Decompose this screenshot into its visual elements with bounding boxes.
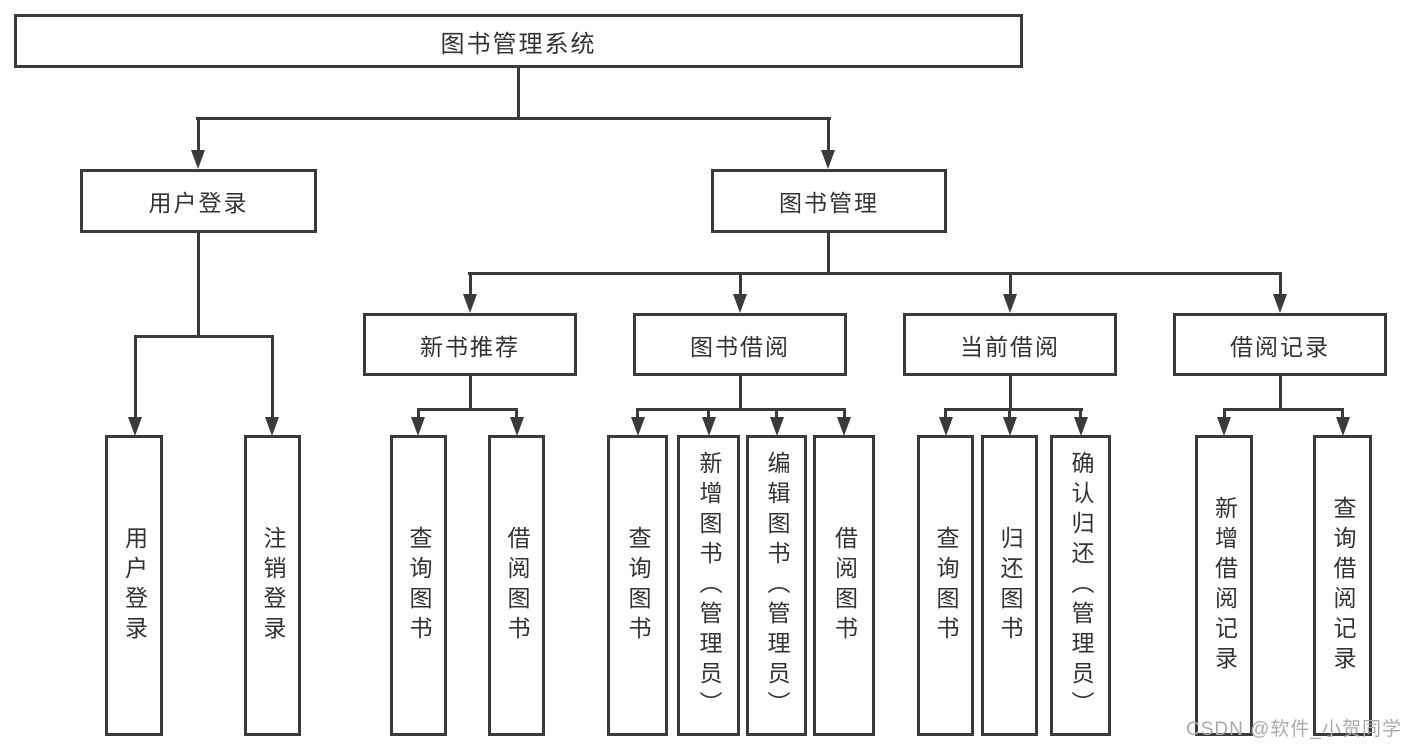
connector-stub <box>827 117 830 153</box>
connector-stub <box>1079 408 1082 420</box>
arrowhead-down-icon <box>128 417 142 436</box>
connector-stub <box>1279 272 1282 297</box>
connector-stub <box>134 335 137 420</box>
connector-drop <box>1009 376 1012 410</box>
connector-drop <box>469 376 472 410</box>
leaf-borrow-books: 借阅图书 <box>813 435 875 736</box>
leaf-return-books: 归还图书 <box>981 435 1038 736</box>
node-new-book-recommend: 新书推荐 <box>363 313 577 376</box>
node-book-management: 图书管理 <box>711 169 947 233</box>
arrowhead-down-icon <box>1003 294 1017 313</box>
connector-stub <box>271 335 274 420</box>
node-library-management-system: 图书管理系统 <box>14 14 1023 68</box>
leaf-add-borrow-record: 新增借阅记录 <box>1195 435 1253 736</box>
connector-stub <box>1223 408 1226 420</box>
arrowhead-down-icon <box>837 417 851 436</box>
connector-split <box>417 408 518 411</box>
connector-stub <box>1341 408 1344 420</box>
leaf-confirm-return-admin: 确认归还（管理员） <box>1050 435 1111 736</box>
leaf-logout: 注销登录 <box>244 435 301 736</box>
leaf-query-borrow-record: 查询借阅记录 <box>1313 435 1372 736</box>
arrowhead-down-icon <box>939 417 953 436</box>
node-borrow-records: 借阅记录 <box>1173 313 1387 376</box>
connector-drop <box>739 376 742 410</box>
arrowhead-down-icon <box>733 294 747 313</box>
node-book-borrow: 图书借阅 <box>633 313 847 376</box>
leaf-add-books-admin: 新增图书（管理员） <box>677 435 740 736</box>
connector-stub <box>1009 272 1012 297</box>
leaf-query-books-borrow: 查询图书 <box>607 435 668 736</box>
arrowhead-down-icon <box>702 417 716 436</box>
connector-stub <box>469 272 472 297</box>
connector-mgmt-drop <box>827 233 830 274</box>
connector-user-drop <box>197 233 200 338</box>
leaf-query-books-current: 查询图书 <box>917 435 974 736</box>
csdn-watermark: CSDN @软件_小贺同学 <box>1186 719 1402 740</box>
connector-mgmt-split <box>468 272 1282 275</box>
connector-split <box>944 408 1083 411</box>
arrowhead-down-icon <box>770 417 784 436</box>
leaf-edit-books-admin: 编辑图书（管理员） <box>746 435 807 736</box>
arrowhead-down-icon <box>1273 294 1287 313</box>
connector-stub <box>739 272 742 297</box>
connector-stub <box>636 408 639 420</box>
leaf-borrow-books-recommend: 借阅图书 <box>488 435 545 736</box>
leaf-user-login: 用户登录 <box>105 435 163 736</box>
arrowhead-down-icon <box>1336 417 1350 436</box>
connector-root-drop <box>517 68 520 120</box>
connector-stub <box>1008 408 1011 420</box>
connector-split <box>636 408 846 411</box>
connector-user-split <box>134 335 274 338</box>
arrowhead-down-icon <box>821 150 835 169</box>
connector-drop <box>1279 376 1282 410</box>
node-current-borrow: 当前借阅 <box>903 313 1117 376</box>
arrowhead-down-icon <box>1074 417 1088 436</box>
leaf-query-books-recommend: 查询图书 <box>390 435 447 736</box>
arrowhead-down-icon <box>1003 417 1017 436</box>
arrowhead-down-icon <box>510 417 524 436</box>
connector-split <box>1223 408 1344 411</box>
connector-stub <box>417 408 420 420</box>
connector-stub <box>944 408 947 420</box>
connector-stub <box>843 408 846 420</box>
connector-stub <box>197 117 200 153</box>
connector-stub <box>707 408 710 420</box>
node-user-login: 用户登录 <box>80 169 317 233</box>
connector-stub <box>515 408 518 420</box>
connector-stub <box>775 408 778 420</box>
arrowhead-down-icon <box>191 150 205 169</box>
connector-root-split <box>196 117 831 120</box>
arrowhead-down-icon <box>631 417 645 436</box>
arrowhead-down-icon <box>1217 417 1231 436</box>
arrowhead-down-icon <box>463 294 477 313</box>
arrowhead-down-icon <box>411 417 425 436</box>
arrowhead-down-icon <box>265 417 279 436</box>
